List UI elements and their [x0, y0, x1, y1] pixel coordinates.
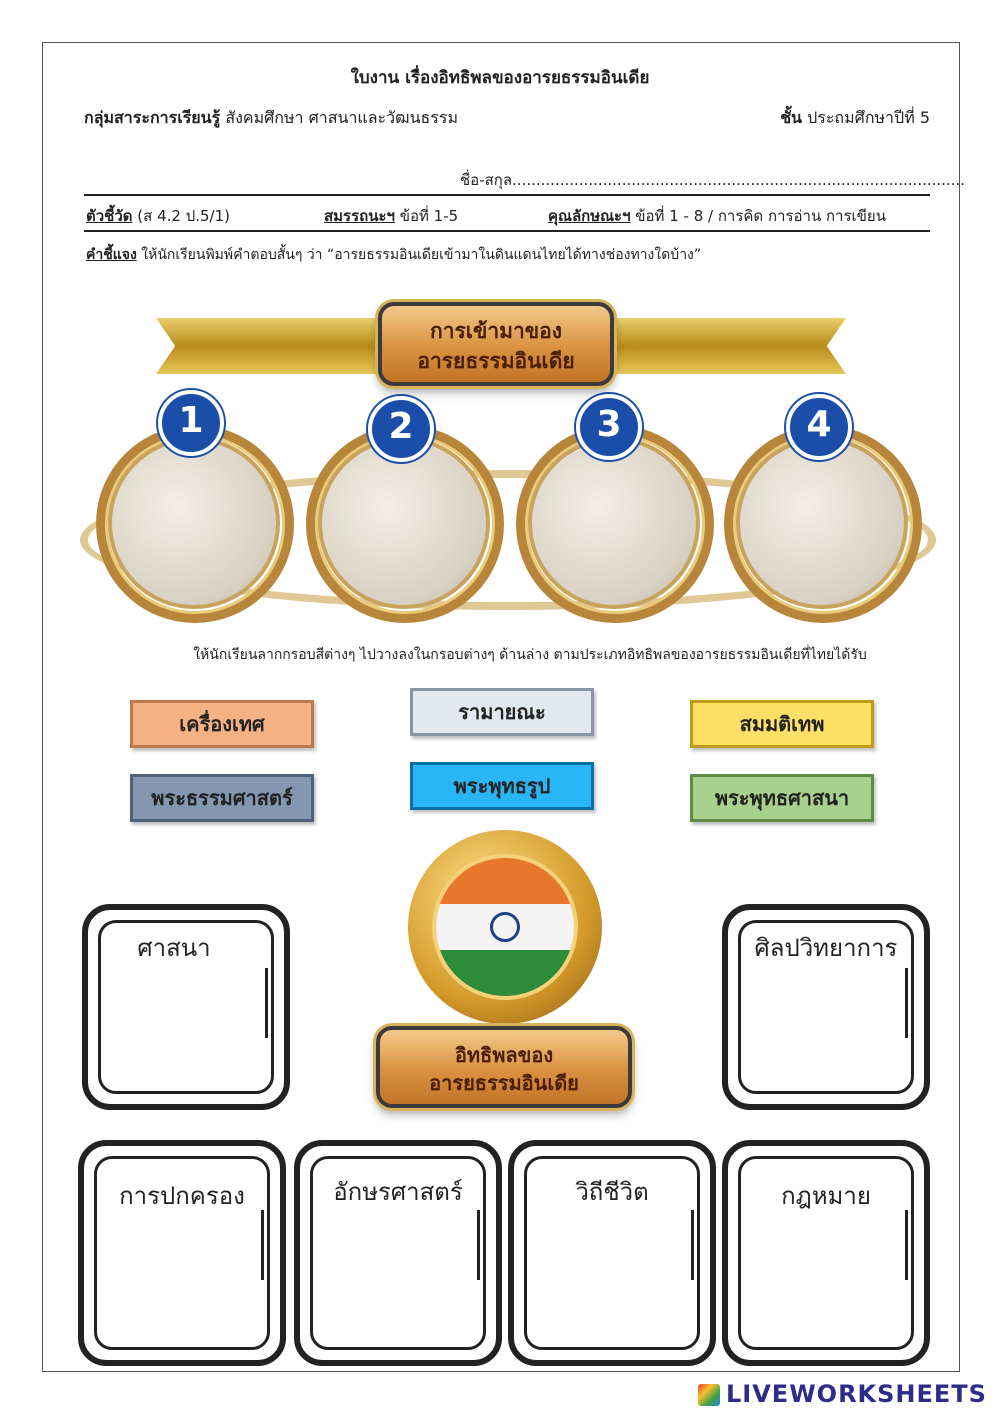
medallion-4-answer-area[interactable]: [736, 437, 908, 609]
tile-sommutithep[interactable]: สมมติเทพ: [690, 700, 874, 748]
number-badge-3: 3: [576, 394, 642, 460]
banner-line1: การเข้ามาของ: [430, 319, 562, 343]
instruction-label: คำชี้แจง: [86, 247, 137, 263]
instruction-value: ให้นักเรียนพิมพ์คำตอบสั้นๆ ว่า “อารยธรรม…: [141, 247, 702, 263]
dropbox-arts-sciences[interactable]: ศิลปวิทยาการ: [722, 904, 930, 1110]
competency-label: สมรรถนะฯ: [324, 207, 395, 225]
tile-buddha-image[interactable]: พระพุทธรูป: [410, 762, 594, 810]
dropbox-law[interactable]: กฎหมาย: [722, 1140, 930, 1366]
india-flag-icon: [432, 854, 578, 1000]
medallion-3-answer-area[interactable]: [528, 437, 700, 609]
dropbox-religion[interactable]: ศาสนา: [82, 904, 290, 1110]
influence-line1: อิทธิพลของ: [454, 1043, 554, 1067]
tile-spices[interactable]: เครื่องเทศ: [130, 700, 314, 748]
dropbox-way-of-life-label: วิถีชีวิต: [575, 1178, 649, 1206]
tile-dharmashastra[interactable]: พระธรรมศาสตร์: [130, 774, 314, 822]
liveworksheets-logo: LIVEWORKSHEETS: [698, 1380, 987, 1408]
dropbox-literature[interactable]: อักษรศาสตร์: [294, 1140, 502, 1366]
divider-top: [84, 194, 930, 196]
ribbon-left: [156, 318, 396, 374]
tile-ramayana[interactable]: รามายณะ: [410, 688, 594, 736]
dropbox-arts-sciences-label: ศิลปวิทยาการ: [754, 934, 898, 962]
number-badge-2: 2: [368, 396, 434, 462]
influence-line2: อารยธรรมอินเดีย: [429, 1071, 579, 1095]
worksheet-frame: [42, 42, 960, 1372]
indicator-value: (ส 4.2 ป.5/1): [137, 207, 230, 225]
indicator: ตัวชี้วัด (ส 4.2 ป.5/1): [86, 204, 230, 228]
subject-label: กลุ่มสาระการเรียนรู้: [84, 108, 221, 127]
subject-line: กลุ่มสาระการเรียนรู้ สังคมศึกษา ศาสนาและ…: [84, 106, 458, 131]
banner-line2: อารยธรรมอินเดีย: [417, 349, 575, 373]
medallion-base-ring: [80, 470, 936, 610]
grade-label: ชั้น: [780, 108, 802, 127]
divider-bottom: [84, 230, 930, 232]
grade-line: ชั้น ประถมศึกษาปีที่ 5: [780, 106, 930, 131]
number-badge-4: 4: [786, 394, 852, 460]
character: คุณลักษณะฯ ข้อที่ 1 - 8 / การคิด การอ่าน…: [548, 204, 886, 228]
instruction: คำชี้แจง ให้นักเรียนพิมพ์คำตอบสั้นๆ ว่า …: [86, 244, 701, 266]
dropbox-government-label: การปกครอง: [119, 1182, 245, 1210]
influence-plaque: อิทธิพลของ อารยธรรมอินเดีย: [376, 1026, 632, 1108]
tile-buddhism[interactable]: พระพุทธศาสนา: [690, 774, 874, 822]
banner-plaque: การเข้ามาของ อารยธรรมอินเดีย: [378, 302, 614, 386]
grade-value: ประถมศึกษาปีที่ 5: [807, 108, 930, 127]
name-line: ชื่อ-สกุล...............................…: [460, 171, 965, 189]
dropbox-government[interactable]: การปกครอง: [78, 1140, 286, 1366]
liveworksheets-logo-icon: [698, 1384, 720, 1406]
dropbox-literature-label: อักษรศาสตร์: [333, 1178, 463, 1206]
number-badge-1: 1: [158, 390, 224, 456]
brand-text: LIVEWORKSHEETS: [726, 1380, 987, 1408]
page-title: ใบงาน เรื่องอิทธิพลของอารยธรรมอินเดีย: [350, 68, 650, 88]
character-label: คุณลักษณะฯ: [548, 207, 631, 225]
character-value: ข้อที่ 1 - 8 / การคิด การอ่าน การเขียน: [635, 207, 886, 225]
ribbon-right: [606, 318, 846, 374]
competency-value: ข้อที่ 1-5: [399, 207, 459, 225]
dropbox-law-label: กฎหมาย: [781, 1182, 871, 1210]
medallion-2-answer-area[interactable]: [318, 437, 490, 609]
medallion-1-answer-area[interactable]: [108, 437, 280, 609]
subject-value: สังคมศึกษา ศาสนาและวัฒนธรรม: [225, 108, 459, 127]
drag-instruction: ให้นักเรียนลากกรอบสีต่างๆ ไปวางลงในกรอบต…: [193, 647, 867, 663]
dropbox-way-of-life[interactable]: วิถีชีวิต: [508, 1140, 716, 1366]
indicator-label: ตัวชี้วัด: [86, 207, 133, 225]
dropbox-religion-label: ศาสนา: [137, 934, 211, 962]
competency: สมรรถนะฯ ข้อที่ 1-5: [324, 204, 458, 228]
